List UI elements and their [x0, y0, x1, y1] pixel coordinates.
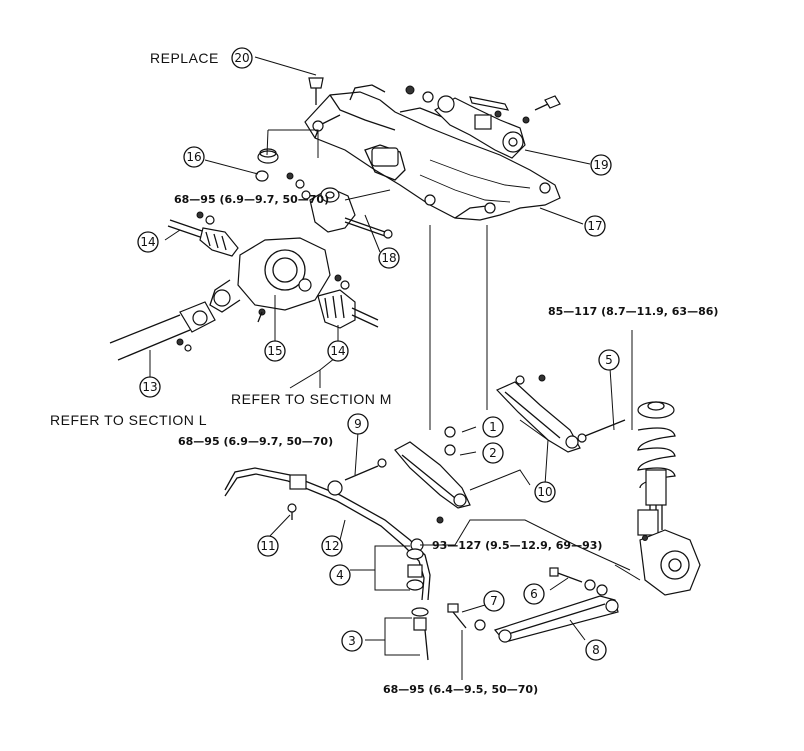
replace-label: REPLACE: [150, 50, 219, 66]
callout-18: 18: [378, 247, 400, 269]
right-driveshaft: [317, 274, 379, 329]
differential-mount-bracket: [286, 172, 393, 239]
callout-12-number: 12: [324, 539, 339, 553]
upper-control-arm: [405, 85, 561, 159]
callout-17-number: 17: [587, 219, 602, 233]
callout-11-number: 11: [260, 539, 275, 553]
callout-5: 5: [598, 349, 620, 371]
callout-16: 16: [183, 146, 205, 168]
stabilizer-link-stack: [406, 516, 444, 661]
refer-section-m-label: REFER TO SECTION M: [231, 391, 392, 407]
callout-14-right-number: 14: [330, 344, 345, 358]
callout-8: 8: [585, 639, 607, 661]
callout-13: 13: [139, 376, 161, 398]
callout-4-number: 4: [336, 568, 344, 582]
callout-16-number: 16: [186, 150, 201, 164]
differential: [209, 237, 331, 323]
callout-12: 12: [321, 535, 343, 557]
trailing-link: [474, 595, 619, 643]
callout-13-number: 13: [142, 380, 157, 394]
callout-14-left-number: 14: [140, 235, 155, 249]
trailing-link-bolt: [549, 567, 608, 596]
torque-lateral: 68—95 (6.4—9.5, 50—70): [383, 683, 538, 696]
callout-20-number: 20: [234, 51, 249, 65]
lower-lateral-link-upper: [495, 374, 581, 453]
torque-crossmember: 68—95 (6.9—9.7, 50—70): [174, 193, 329, 206]
callout-3-number: 3: [348, 634, 356, 648]
leader-lines: [149, 56, 641, 680]
callout-9: 9: [347, 413, 369, 435]
shock-absorber-assembly: [577, 401, 676, 536]
callout-10: 10: [534, 481, 556, 503]
callout-7: 7: [483, 590, 505, 612]
callout-7-number: 7: [490, 594, 498, 608]
torque-stabilizer: 68—95 (6.9—9.7, 50—70): [178, 435, 333, 448]
torque-strut: 85—117 (8.7—11.9, 63—86): [548, 305, 718, 318]
callout-18-number: 18: [381, 251, 396, 265]
refer-section-l-label: REFER TO SECTION L: [50, 412, 207, 428]
propeller-shaft: [109, 301, 216, 361]
callout-6: 6: [523, 583, 545, 605]
callout-1-number: 1: [489, 420, 497, 434]
callout-14-right: 14: [327, 340, 349, 362]
callout-2: 2: [482, 442, 504, 464]
callout-19: 19: [590, 154, 612, 176]
callout-1: 1: [482, 416, 504, 438]
callout-2-number: 2: [489, 446, 497, 460]
rear-knuckle-hub: [639, 529, 701, 596]
callout-9-number: 9: [354, 417, 362, 431]
callout-15: 15: [264, 340, 286, 362]
callout-8-number: 8: [592, 643, 600, 657]
callout-14-left: 14: [137, 231, 159, 253]
callout-15-number: 15: [267, 344, 282, 358]
stabilizer-bolt: [344, 458, 387, 481]
rear-crossmember: [304, 84, 561, 221]
callout-17: 17: [584, 215, 606, 237]
callout-3: 3: [341, 630, 363, 652]
callout-19-number: 19: [593, 158, 608, 172]
callout-11: 11: [257, 535, 279, 557]
lower-lateral-link-lower: [394, 426, 471, 509]
crossmember-mount-bushing: [255, 148, 279, 182]
callout-6-number: 6: [530, 587, 538, 601]
lateral-link-bolt: [447, 603, 467, 629]
replace-nut: [308, 77, 324, 105]
torque-link: 93—127 (9.5—12.9, 69—93): [432, 539, 602, 552]
callout-20: 20: [231, 47, 253, 69]
callout-5-number: 5: [605, 353, 613, 367]
callout-10-number: 10: [537, 485, 552, 499]
stabilizer-bar: [224, 467, 431, 601]
callout-4: 4: [329, 564, 351, 586]
left-driveshaft: [167, 211, 239, 257]
